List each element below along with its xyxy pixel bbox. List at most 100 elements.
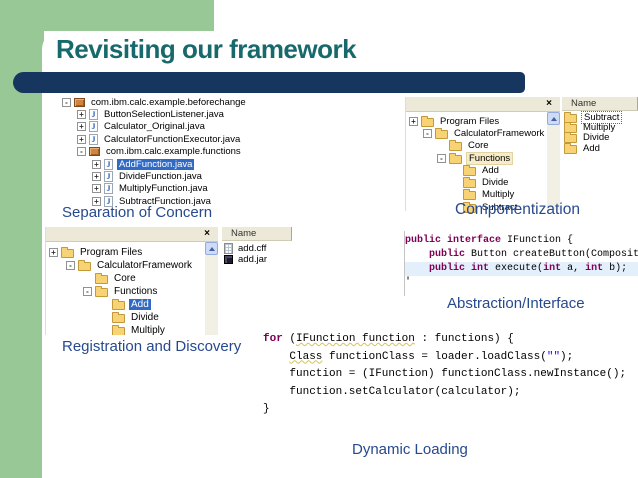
folder-icon (112, 299, 125, 310)
tree-item-label: com.ibm.calc.example.beforechange (91, 96, 246, 108)
tree-item[interactable]: + Calculator_Original.java (57, 121, 389, 133)
interface-code-snippet: public interface IFunction {public Butto… (404, 231, 638, 296)
tree-item[interactable]: -Functions (46, 285, 218, 298)
tree-item-label: MultiplyFunction.java (119, 183, 208, 195)
tree-item[interactable]: Multiply (46, 324, 218, 335)
tree-item-label: Add (129, 299, 151, 310)
tree-item[interactable]: - Functions (406, 151, 560, 165)
tree-item[interactable]: + Program Files (406, 115, 560, 127)
expander-icon[interactable]: + (49, 248, 58, 257)
tree-item[interactable]: + SubtractFunction.java (57, 195, 389, 207)
file-item[interactable]: Divide (562, 132, 638, 144)
tree-item-label: SubtractFunction.java (119, 195, 211, 207)
tree-item-label: Add (482, 164, 499, 176)
folder-icon (435, 127, 448, 139)
caption-separation-of-concern: Separation of Concern (62, 204, 213, 221)
expander-spacer (100, 326, 109, 335)
tree-item-label: Functions (466, 151, 514, 165)
code-line: function = (IFunction) functionClass.new… (263, 366, 635, 384)
tree-item[interactable]: Add (46, 298, 218, 311)
tree-item[interactable]: Core (406, 140, 560, 152)
expander-icon[interactable]: + (92, 196, 101, 206)
name-column-header[interactable]: Name (562, 97, 638, 111)
tree-item[interactable]: Divide (46, 311, 218, 324)
code-segment: b); (603, 263, 628, 274)
tree-item-label: CalculatorFramework (97, 260, 193, 271)
tree-item[interactable]: -CalculatorFramework (406, 127, 560, 139)
file-item-label: add.jar (238, 254, 268, 265)
code-line: public Button createButton(Composit (405, 248, 638, 262)
file-item[interactable]: Subtract (562, 110, 638, 124)
expander-icon[interactable]: - (77, 147, 86, 157)
expander-icon[interactable]: - (437, 153, 446, 163)
expander-icon[interactable]: - (66, 261, 75, 270)
file-item-label: Add (583, 142, 600, 154)
folder-icon (463, 164, 476, 176)
file-item[interactable]: add.jar (222, 254, 292, 265)
tree-item-label: Divide (131, 312, 159, 323)
expander-icon[interactable]: + (77, 134, 86, 144)
tree-item[interactable]: +Program Files (46, 246, 218, 259)
caption-componentization: Componentization (455, 201, 580, 218)
expander-icon[interactable]: + (92, 184, 101, 194)
expander-icon[interactable]: + (92, 159, 101, 169)
java-file-icon (89, 109, 98, 121)
cff-file-icon (224, 243, 233, 254)
tree-item-label: Divide (482, 177, 509, 189)
tree-item[interactable]: + MultiplyFunction.java (57, 183, 389, 195)
close-icon[interactable]: × (546, 98, 552, 109)
tree-item-label: ButtonSelectionListener.java (104, 109, 224, 121)
tree-item[interactable]: Core (46, 272, 218, 285)
java-file-icon (89, 121, 98, 133)
explorer-bottom-header: × (46, 227, 218, 242)
tree-item[interactable]: Subtract (406, 201, 560, 213)
tree-item-label: Calculator_Original.java (104, 121, 205, 133)
code-segment: functionClass = loader.loadClass( (322, 350, 547, 363)
tree-item[interactable]: +AddFunction.java (57, 158, 389, 170)
file-item-label: Subtract (581, 110, 623, 124)
file-item[interactable]: Add (562, 142, 638, 154)
scrollbar[interactable] (547, 112, 560, 210)
tree-item[interactable]: -com.ibm.calc.example.functions (57, 146, 389, 158)
package-icon (74, 97, 85, 107)
code-line: Class functionClass = loader.loadClass("… (263, 349, 635, 367)
caption-abstraction-interface: Abstraction/Interface (447, 295, 585, 312)
file-item-label: add.cff (238, 243, 267, 254)
scroll-up-icon[interactable] (547, 112, 560, 125)
tree-item-label: Core (114, 273, 136, 284)
tree-item-label: Program Files (440, 115, 500, 127)
tree-item[interactable]: Divide (406, 176, 560, 189)
file-item[interactable]: add.cff (222, 243, 292, 254)
tree-item[interactable]: +DivideFunction.java (57, 170, 389, 183)
tree-item[interactable]: - com.ibm.calc.example.beforechange (57, 96, 389, 108)
tree-item[interactable]: Multiply (406, 189, 560, 201)
expander-spacer (100, 313, 109, 322)
code-line: public int execute(int a, int b); (405, 262, 638, 276)
code-segment: a, (561, 263, 586, 274)
expander-icon[interactable]: - (62, 97, 71, 107)
scrollbar[interactable] (205, 242, 218, 335)
tree-item[interactable]: +CalculatorFunctionExecutor.java (57, 133, 389, 145)
scroll-up-icon[interactable] (205, 242, 218, 255)
expander-spacer (451, 178, 460, 187)
file-item[interactable]: Multiply (562, 121, 638, 133)
expander-icon[interactable]: + (409, 116, 418, 126)
caption-registration-discovery: Registration and Discovery (62, 338, 242, 355)
close-icon[interactable]: × (204, 228, 210, 239)
tree-item[interactable]: - CalculatorFramework (46, 259, 218, 272)
expander-icon[interactable]: - (83, 287, 92, 296)
name-column-header[interactable]: Name (222, 227, 292, 241)
expander-icon[interactable]: + (77, 122, 86, 132)
expander-icon[interactable]: + (92, 172, 101, 182)
folder-icon (449, 152, 462, 164)
tree-item[interactable]: + ButtonSelectionListener.java (57, 108, 389, 121)
java-file-icon (89, 133, 98, 145)
tree-item[interactable]: Add (406, 164, 560, 176)
expander-icon[interactable]: + (77, 110, 86, 120)
expander-icon[interactable]: - (423, 128, 432, 138)
tree-item-label: Multiply (131, 325, 165, 335)
code-segment: ' (405, 277, 412, 288)
code-segment: function.setCalculator(calculator); (289, 385, 521, 398)
